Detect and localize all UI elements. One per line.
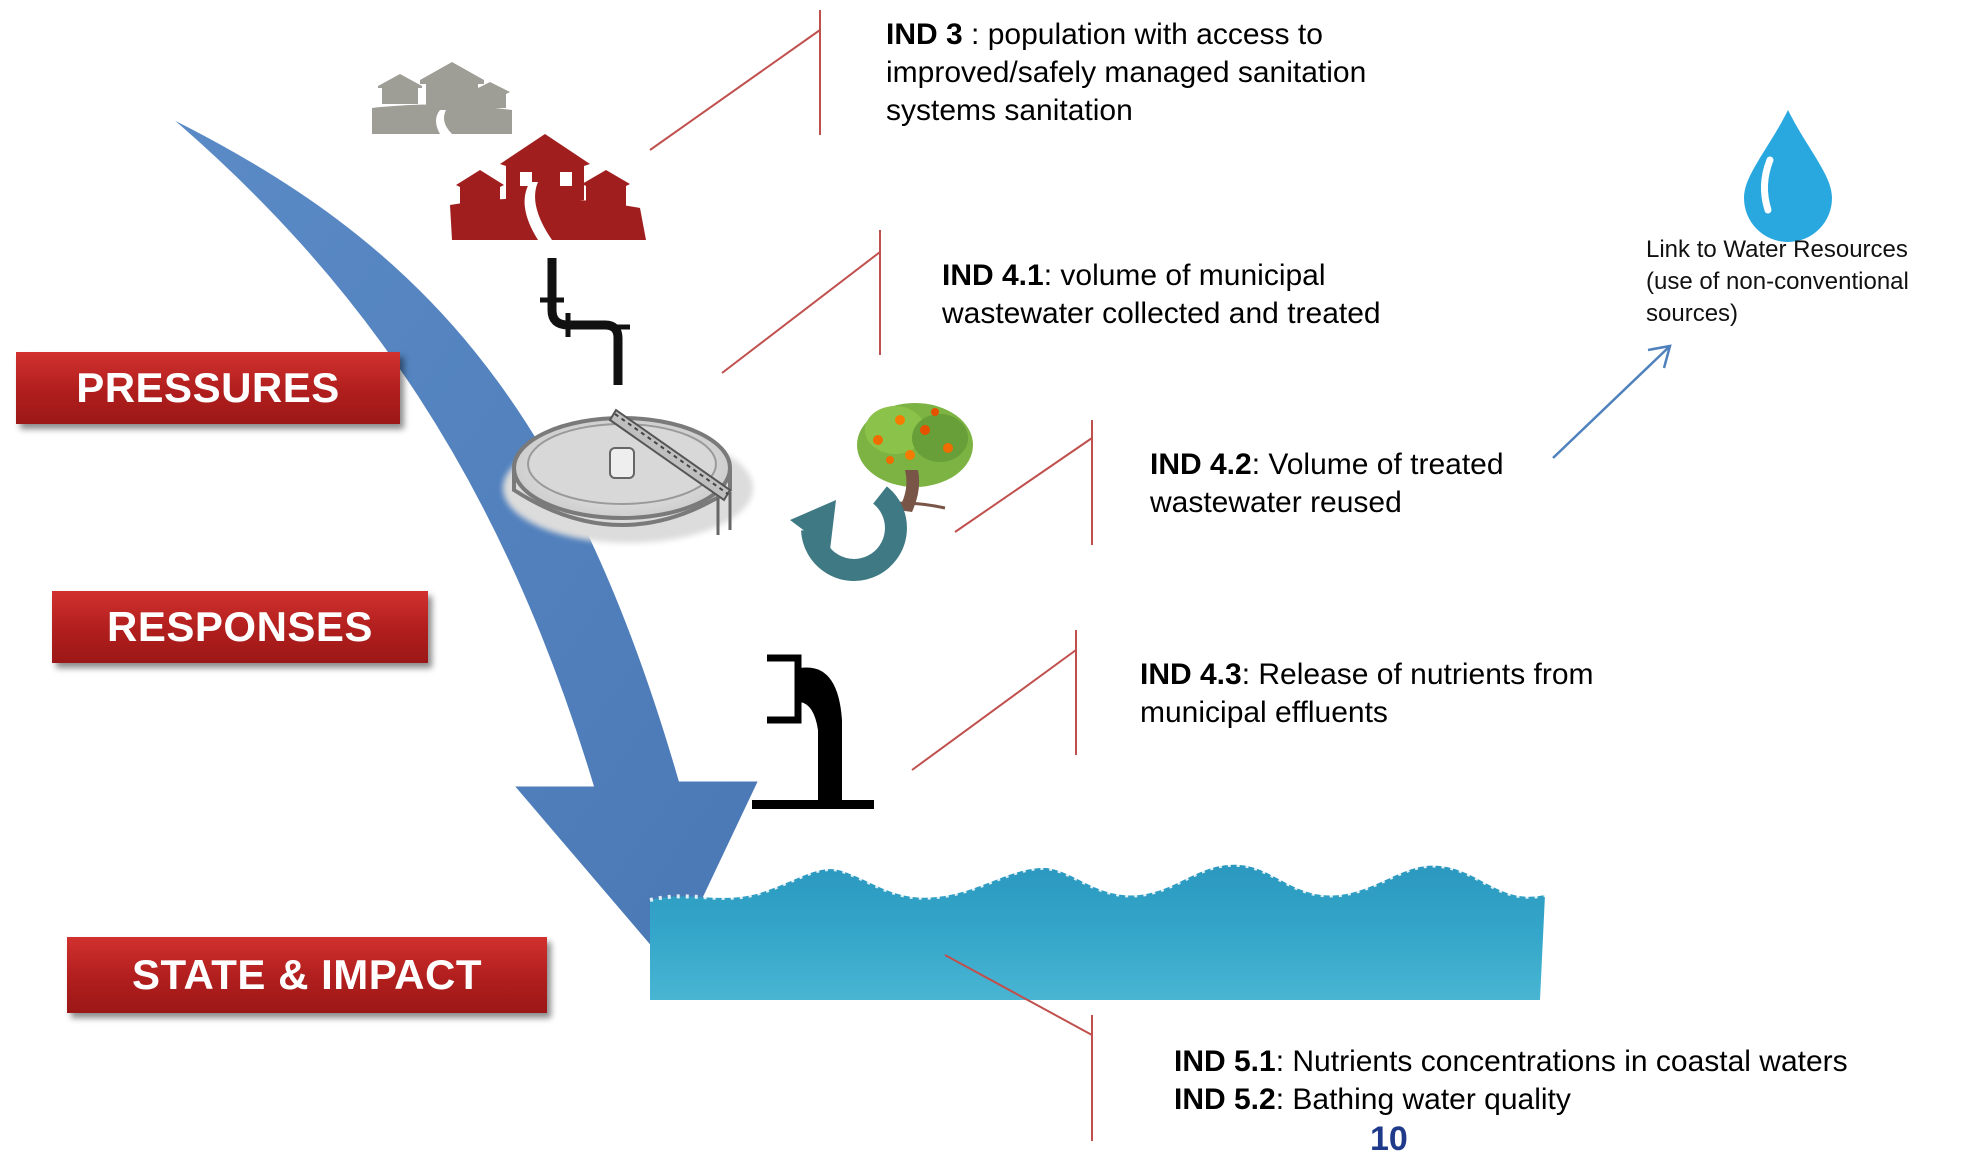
indicator-code: IND 4.3 (1140, 658, 1242, 691)
indicator-code: IND 3 (886, 18, 963, 51)
leader-ind3-diagonal (649, 29, 821, 151)
indicator-text: population with access to (987, 18, 1323, 51)
leader-lines (649, 10, 1093, 1141)
treatment-plant-icon (503, 408, 753, 543)
indicator-code: IND 5.2 (1174, 1083, 1276, 1116)
indicator-ind3: IND 3 : population with access to improv… (886, 16, 1506, 130)
indicator-code: IND 4.2 (1150, 448, 1252, 481)
link-water-resources: Link to Water Resources (use of non-conv… (1646, 234, 1956, 330)
indicator-separator: : (1043, 259, 1061, 292)
indicator-code: IND 5.1 (1174, 1045, 1276, 1078)
indicator-text: Release of nutrients from (1258, 658, 1594, 691)
leader-ind5-diagonal (944, 954, 1093, 1036)
indicator-separator: : (1251, 448, 1269, 481)
indicator-text: municipal effluents (1140, 696, 1388, 729)
leader-ind41-diagonal (721, 251, 881, 374)
indicator-text: systems sanitation (886, 94, 1133, 127)
link-arrow (1552, 344, 1672, 459)
indicator-ind42: IND 4.2: Volume of treated wastewater re… (1150, 446, 1570, 522)
indicator-separator: : (962, 18, 988, 51)
sewer-pipe-icon (540, 258, 630, 385)
state-impact-label: STATE & IMPACT (67, 937, 547, 1013)
indicator-text: Bathing water quality (1292, 1083, 1571, 1116)
indicator-text: wastewater reused (1150, 486, 1402, 519)
leader-ind42-diagonal (954, 437, 1093, 533)
gray-houses-icon (372, 62, 512, 134)
indicator-text: improved/safely managed sanitation (886, 56, 1367, 89)
link-text-line: Link to Water Resources (1646, 236, 1908, 263)
indicator-text: Volume of treated (1268, 448, 1504, 481)
outfall-pipe-icon (752, 654, 874, 809)
pressures-label: PRESSURES (16, 352, 400, 424)
water-drop-icon (1744, 110, 1832, 242)
indicator-separator: : (1275, 1083, 1293, 1116)
responses-label: RESPONSES (52, 591, 428, 663)
slide-number: 10 (1370, 1120, 1408, 1158)
indicator-ind43: IND 4.3: Release of nutrients from munic… (1140, 656, 1680, 732)
indicator-ind5: IND 5.1: Nutrients concentrations in coa… (1174, 1043, 1914, 1119)
fruit-tree-icon (857, 403, 973, 512)
recycle-arrow-icon (790, 486, 907, 581)
leader-ind43-diagonal (911, 649, 1077, 771)
link-text-line: sources) (1646, 300, 1739, 327)
link-text-line: (use of non-conventional (1646, 268, 1909, 295)
red-houses-icon (450, 134, 646, 240)
indicator-text: Nutrients concentrations in coastal wate… (1292, 1045, 1848, 1078)
indicator-text: wastewater collected and treated (942, 297, 1381, 330)
indicator-separator: : (1241, 658, 1259, 691)
coastal-water-icon (649, 862, 1546, 1000)
flow-arrow (164, 112, 763, 973)
indicator-ind41: IND 4.1: volume of municipal wastewater … (942, 257, 1502, 333)
indicator-code: IND 4.1 (942, 259, 1044, 292)
indicator-text: volume of municipal (1060, 259, 1326, 292)
indicator-separator: : (1275, 1045, 1293, 1078)
